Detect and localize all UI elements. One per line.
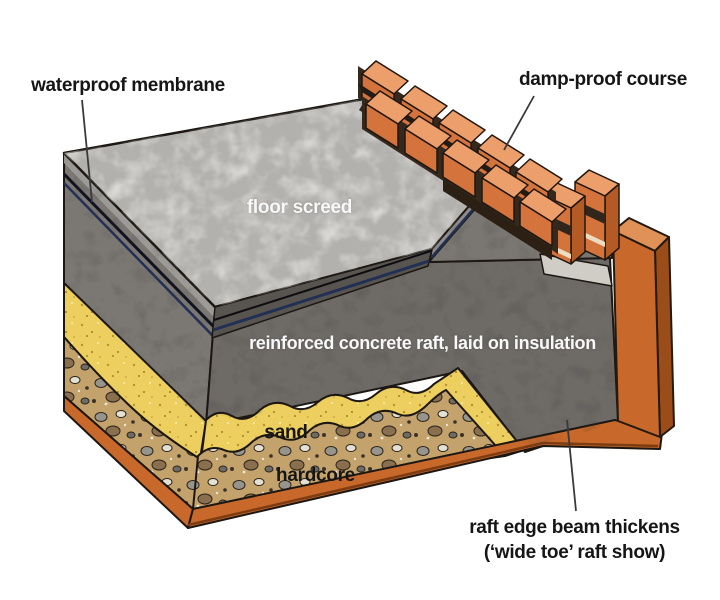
hardcore-layer-front — [192, 389, 505, 510]
label-damp-proof-course: damp-proof course — [518, 69, 688, 90]
membrane-line-front-black — [213, 250, 432, 321]
label-raft-edge-beam: raft edge beam thickens (‘wide toe’ raft… — [452, 515, 697, 565]
label-hardcore: hardcore — [276, 465, 355, 486]
dpc-band-main — [443, 179, 552, 260]
label-raft-edge-beam-line1: raft edge beam thickens — [469, 517, 680, 538]
label-concrete-raft: reinforced concrete raft, laid on insula… — [249, 333, 596, 353]
label-waterproof-membrane: waterproof membrane — [31, 75, 225, 96]
leader-waterproof-membrane — [81, 99, 93, 203]
leader-lines — [81, 95, 577, 512]
wall-section-cut — [612, 217, 675, 438]
leader-raft-edge-beam — [566, 419, 577, 512]
front-leaf-bricks — [365, 90, 567, 247]
hardcore-layer-left — [63, 336, 201, 510]
wall-end-mortar-pad — [539, 253, 613, 287]
wall-section-front — [612, 230, 661, 438]
leader-damp-proof-course — [503, 95, 535, 151]
brick-wall — [358, 60, 620, 287]
membrane-line-front-navy — [212, 259, 430, 332]
label-raft-edge-beam-line2: (‘wide toe’ raft show) — [483, 542, 666, 563]
label-sand: sand — [264, 422, 308, 443]
label-floor-screed: floor screed — [246, 197, 353, 218]
